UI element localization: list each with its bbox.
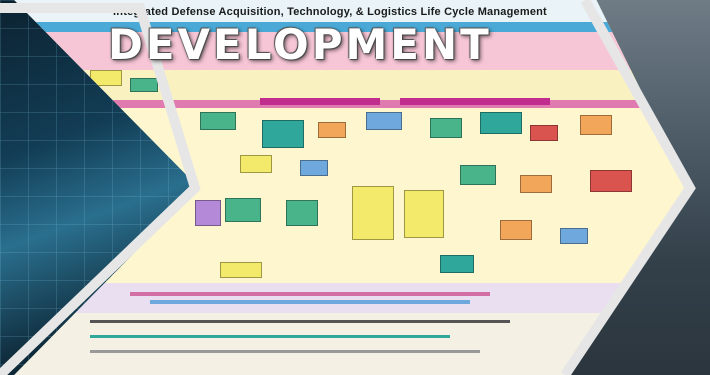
process-box <box>225 198 261 222</box>
process-box <box>366 112 402 130</box>
process-box <box>300 160 328 176</box>
poster-blue-stripe <box>14 22 689 32</box>
process-box <box>262 120 304 148</box>
phase-arrow-2 <box>400 98 550 105</box>
process-box <box>500 220 532 240</box>
phase-arrow-1 <box>260 98 380 105</box>
timeline-bar <box>90 335 450 338</box>
process-box <box>430 118 462 138</box>
process-box <box>580 115 612 135</box>
process-box <box>590 170 632 192</box>
process-box <box>195 200 221 226</box>
poster-pink-band <box>14 32 689 70</box>
poster-lavender-band <box>14 283 689 313</box>
poster-title: Integrated Defense Acquisition, Technolo… <box>113 6 547 18</box>
process-box <box>520 175 552 193</box>
process-box <box>318 122 346 138</box>
process-box <box>240 155 272 173</box>
timeline-bar <box>130 292 490 296</box>
poster-yellow-band <box>14 70 689 100</box>
process-box <box>286 200 318 226</box>
process-box <box>460 165 496 185</box>
timeline-bar <box>90 320 510 323</box>
process-box <box>404 190 444 238</box>
process-box <box>560 228 588 244</box>
process-box <box>220 262 262 278</box>
process-box <box>440 255 474 273</box>
right-chevron-border <box>560 0 696 375</box>
timeline-bar <box>90 350 480 353</box>
timeline-bar <box>150 300 470 304</box>
banner-heading: DEVELOPMENT <box>108 20 492 69</box>
left-chevron-border <box>0 3 201 375</box>
process-box <box>480 112 522 134</box>
poster-header-band <box>14 0 689 22</box>
process-box <box>130 78 158 92</box>
process-box <box>200 112 236 130</box>
process-box <box>352 186 394 240</box>
process-box <box>530 125 558 141</box>
